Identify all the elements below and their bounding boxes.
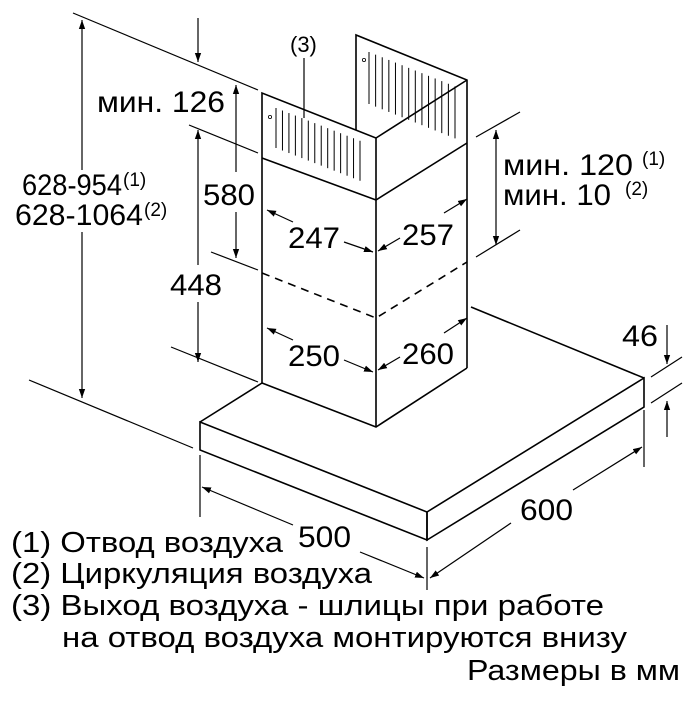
dim-448-label: 448 xyxy=(170,269,222,302)
lower-chimney-section xyxy=(261,142,468,428)
extension-line xyxy=(210,251,259,271)
screw-hole-icon xyxy=(267,115,272,120)
dim-257-arrow xyxy=(443,198,468,214)
dim-600-line xyxy=(572,446,643,491)
hood-bottom-reference-line xyxy=(28,379,194,449)
legend-item-air-outlet-continued: на отвод воздуха монтируются внизу xyxy=(62,622,628,654)
dim-260-label: 260 xyxy=(402,338,454,371)
dim-247-arrow xyxy=(343,241,374,253)
legend-item-recirculation: (2) Циркуляция воздуха xyxy=(11,558,373,590)
air-outlet-slots-front xyxy=(275,108,361,181)
min-120-label: мин. 120 xyxy=(503,149,633,182)
hood-canopy xyxy=(199,306,645,542)
dim-600-line xyxy=(429,522,512,579)
extension-line xyxy=(650,382,683,404)
dim-500-line xyxy=(201,486,294,526)
dim-260-arrow xyxy=(443,317,468,334)
callout-3-label: (3) xyxy=(290,32,317,57)
dim-250-label: 250 xyxy=(288,340,340,373)
dim-46-label: 46 xyxy=(622,320,658,353)
air-outlet-slots-back xyxy=(368,52,456,139)
height-range-exhaust: 628-954 xyxy=(22,169,122,202)
height-range-exhaust-note: (1) xyxy=(123,170,146,191)
dim-250-arrow xyxy=(343,359,374,373)
dim-260-arrow xyxy=(377,356,401,371)
dim-600-label: 600 xyxy=(520,494,573,527)
dim-257-arrow xyxy=(377,237,401,252)
dim-247-arrow xyxy=(266,209,294,223)
extension-line xyxy=(650,356,683,378)
units-note: Размеры в мм xyxy=(467,655,680,687)
height-range-recirculation: 628-1064 xyxy=(15,199,143,232)
extension-line xyxy=(170,346,259,383)
legend-item-exhaust: (1) Отвод воздуха xyxy=(11,527,284,559)
extension-line xyxy=(475,229,521,258)
min-10-note: (2) xyxy=(625,179,648,200)
dim-580-label: 580 xyxy=(203,179,255,212)
upper-chimney-section xyxy=(261,33,468,427)
dim-500-label: 500 xyxy=(298,521,351,554)
dim-250-arrow xyxy=(266,327,294,341)
legend-item-air-outlet: (3) Выход воздуха - шлицы при работе xyxy=(11,590,604,622)
dim-257-label: 257 xyxy=(402,219,454,252)
min-126-label: мин. 126 xyxy=(97,86,225,119)
dim-500-line xyxy=(359,551,425,579)
dim-247-label: 247 xyxy=(288,222,340,255)
screw-hole-icon xyxy=(361,58,366,63)
ceiling-reference-line xyxy=(72,12,259,91)
min-120-note: (1) xyxy=(642,149,665,170)
height-range-recirculation-note: (2) xyxy=(144,200,167,221)
extension-line xyxy=(188,124,259,154)
min-10-label: мин. 10 xyxy=(503,179,611,212)
extension-line xyxy=(475,111,521,138)
